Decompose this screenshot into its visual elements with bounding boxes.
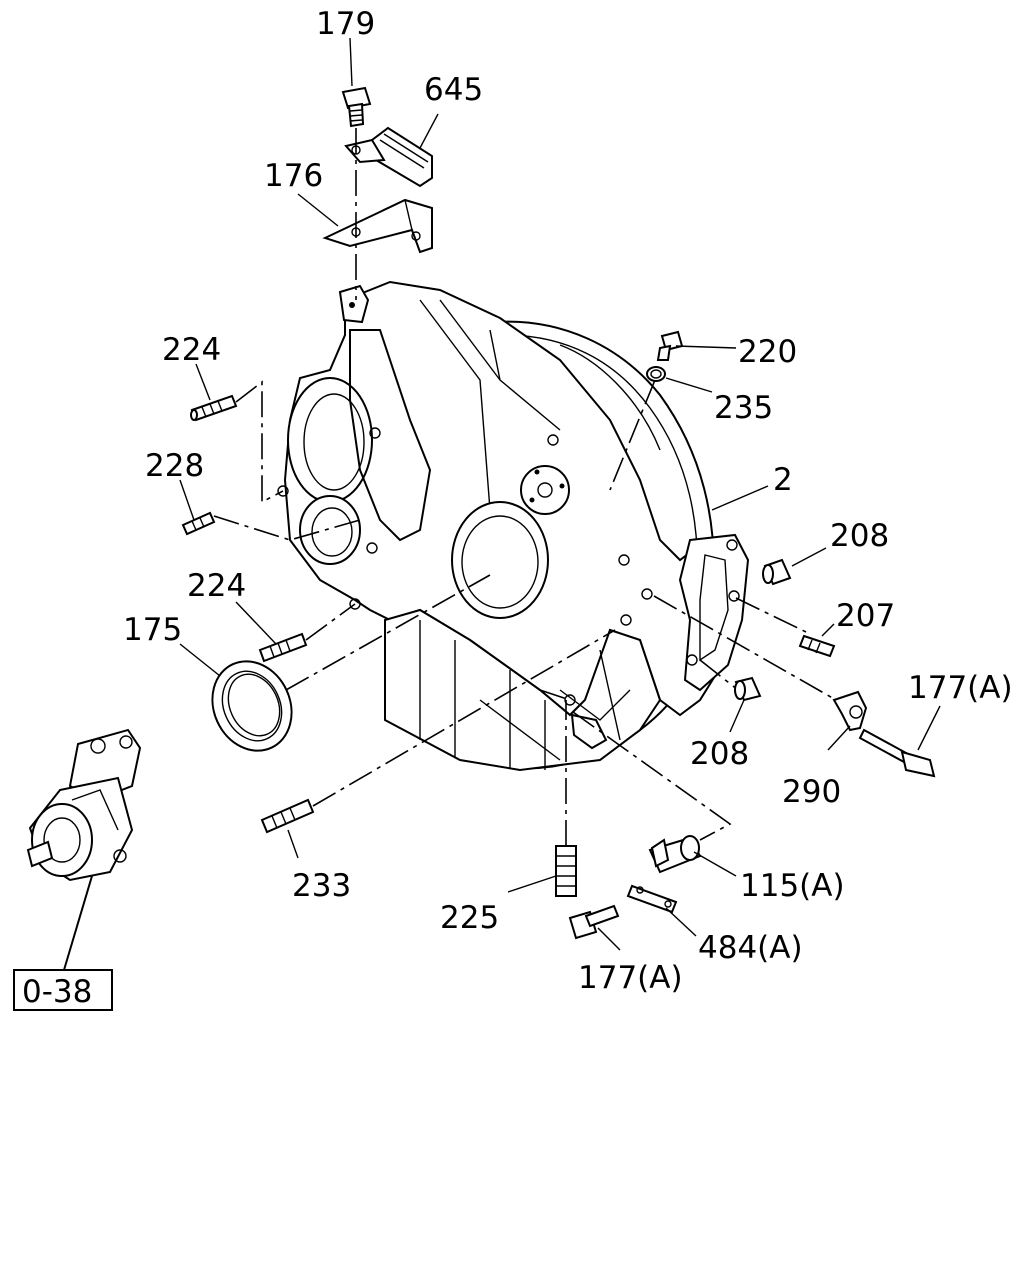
reference-box[interactable] (13, 969, 113, 1011)
callout-220: 220 (738, 334, 797, 370)
callout-224-lower: 224 (187, 568, 246, 604)
callout-2: 2 (773, 462, 793, 498)
callout-290: 290 (782, 774, 841, 810)
callout-175: 175 (123, 612, 182, 648)
clip-645 (344, 126, 433, 188)
callout-207: 207 (836, 598, 895, 634)
bolt-177a-right (858, 728, 936, 778)
dowel-208-top (762, 558, 792, 586)
stud-225 (555, 845, 577, 897)
callout-179: 179 (316, 6, 375, 42)
callout-484a: 484(A) (698, 930, 803, 966)
dowel-208-lower (734, 676, 762, 702)
callout-115a: 115(A) (740, 868, 845, 904)
callout-233: 233 (292, 868, 351, 904)
leader-lines (63, 37, 941, 971)
stud-233 (260, 798, 315, 834)
sensor-115a (648, 835, 702, 874)
washer-235 (646, 366, 666, 382)
clamp-290 (832, 690, 868, 732)
reference-box-label[interactable]: 0-38 (22, 974, 92, 1010)
callout-177a-bottom: 177(A) (578, 960, 683, 996)
stud-224-top (190, 394, 238, 422)
callout-228: 228 (145, 448, 204, 484)
callout-235: 235 (714, 390, 773, 426)
flywheel-housing (277, 280, 750, 772)
callout-645: 645 (424, 72, 483, 108)
bolt-179 (341, 86, 372, 128)
bracket-484a (626, 884, 678, 914)
callout-176: 176 (264, 158, 323, 194)
callout-208-top: 208 (830, 518, 889, 554)
dowel-228 (181, 511, 216, 536)
bolt-177a-bottom (568, 904, 620, 940)
callout-225: 225 (440, 900, 499, 936)
pump-assembly-inset (26, 728, 142, 882)
callout-224-top: 224 (162, 332, 221, 368)
bracket-176 (322, 198, 433, 254)
seal-175 (211, 660, 293, 752)
stud-224-lower (258, 632, 308, 663)
callout-177a-right: 177(A) (908, 670, 1013, 706)
stud-207 (798, 634, 836, 658)
callout-208-lower: 208 (690, 736, 749, 772)
